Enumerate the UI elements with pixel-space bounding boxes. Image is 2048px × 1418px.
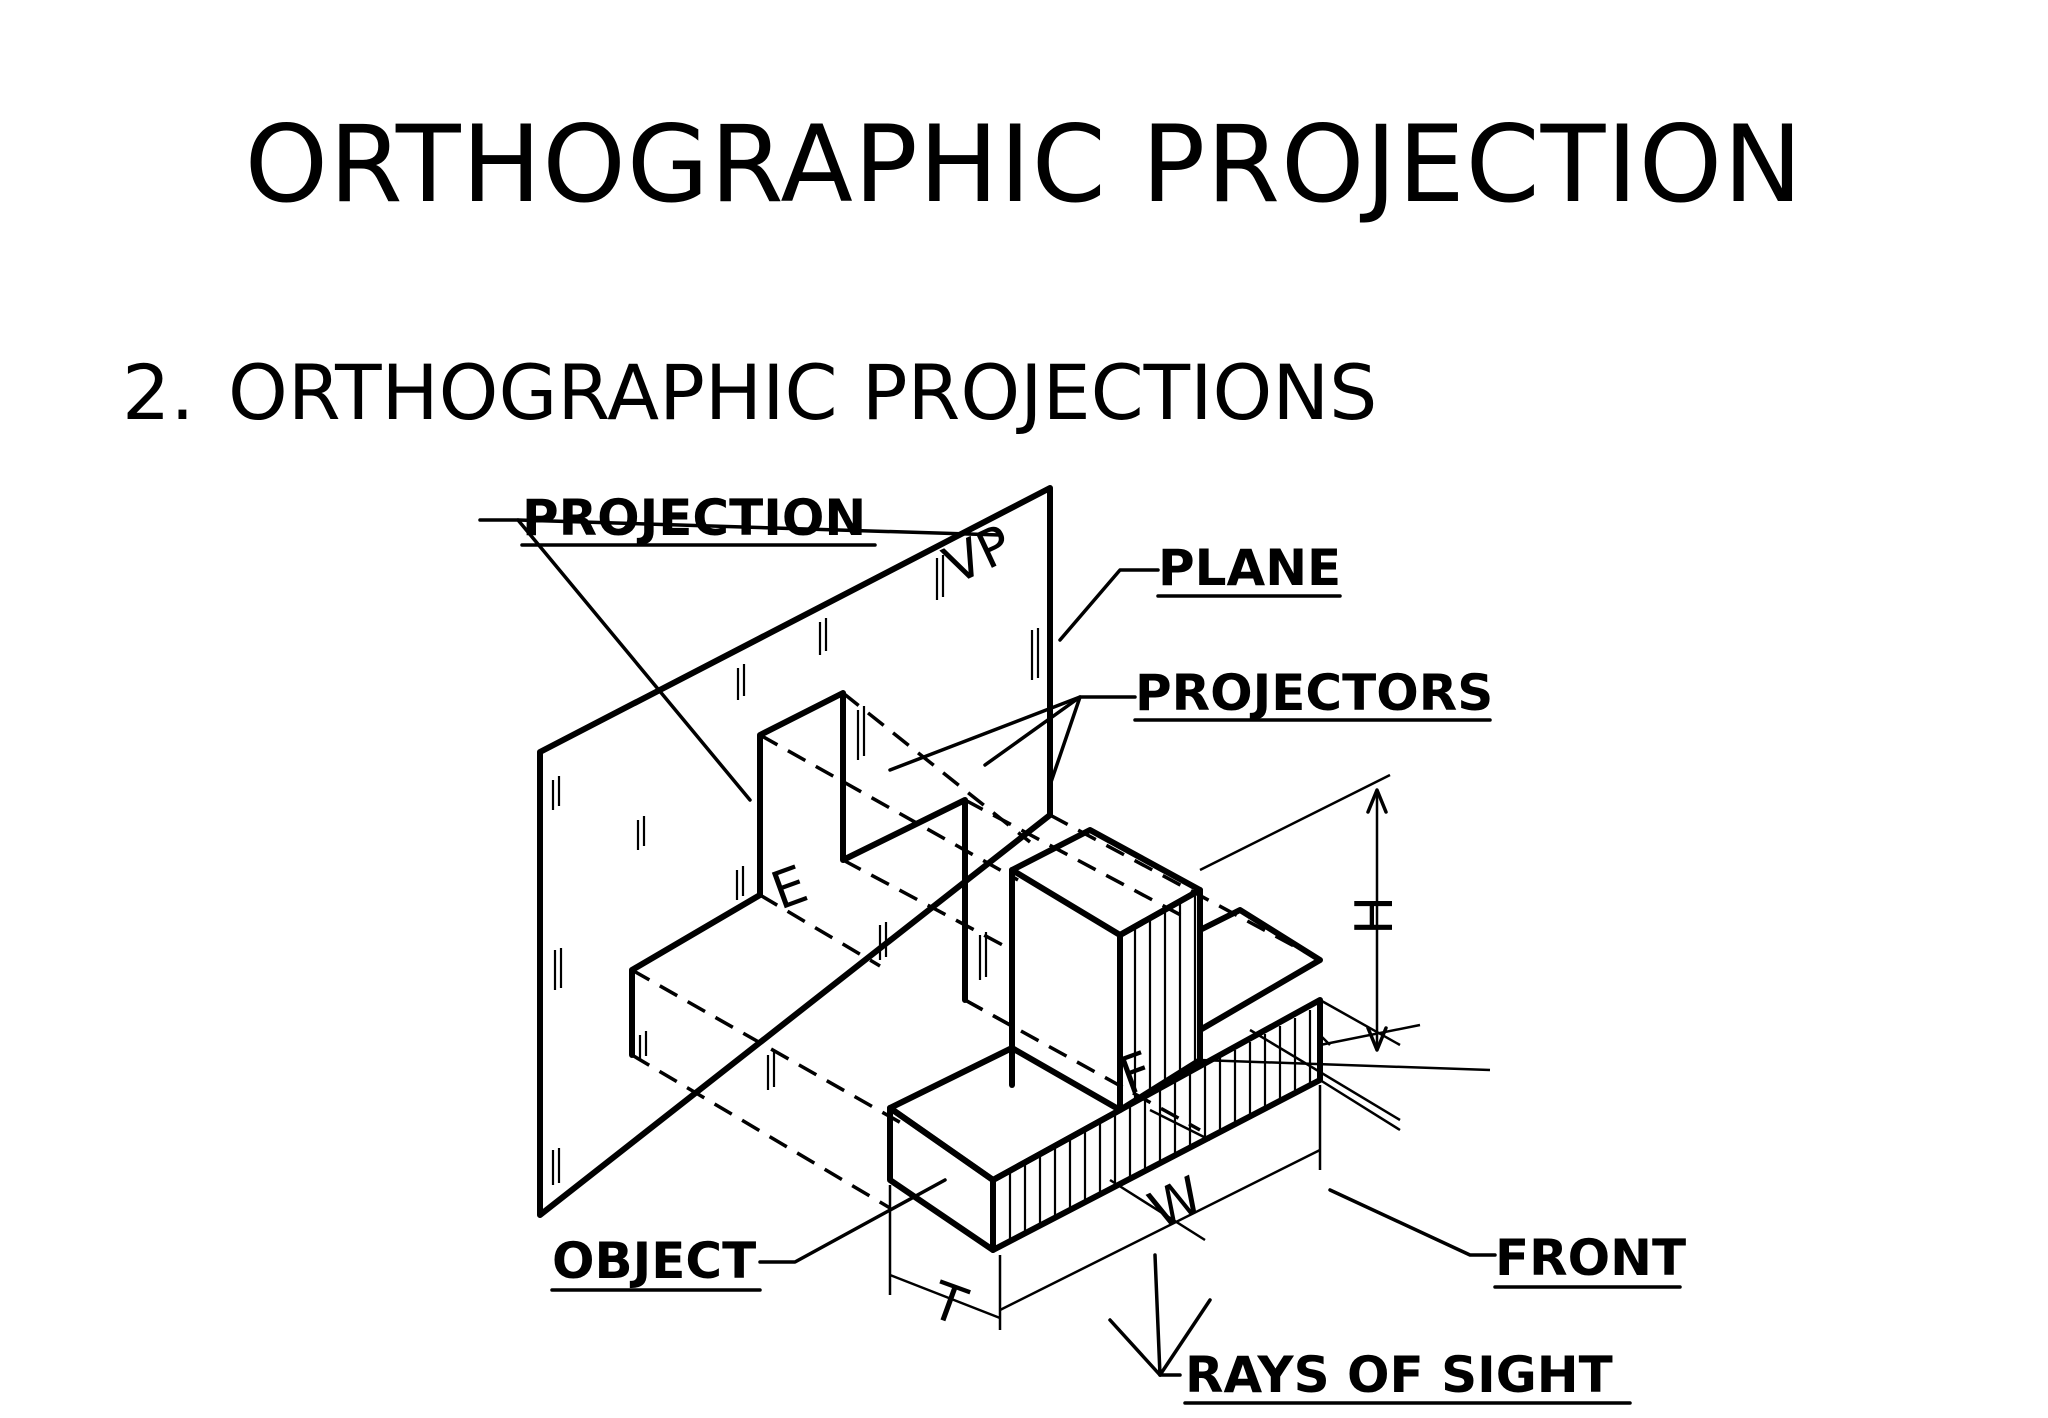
label-projection: PROJECTION [522,489,866,547]
bullet-number: 2. [122,348,195,437]
dimension-lines [888,773,1421,1330]
label-h: H [1345,896,1405,935]
projectors [631,691,1321,1210]
label-leaders [478,518,1497,1377]
slide-title: ORTHOGRAPHIC PROJECTION [244,103,1804,226]
label-plane: PLANE [1158,539,1341,597]
label-e: E [764,855,815,923]
label-front: FRONT [1495,1229,1686,1287]
label-projectors: PROJECTORS [1135,664,1493,722]
vertical-projection-plane [537,485,1053,1218]
label-object: OBJECT [552,1232,756,1290]
bullet-text: ORTHOGRAPHIC PROJECTIONS [228,348,1378,437]
label-rays-of-sight: RAYS OF SIGHT [1185,1346,1613,1404]
label-vp: VP [935,514,1021,597]
bullet-item: 2.ORTHOGRAPHIC PROJECTIONS [122,355,1377,431]
projected-front-view-e [629,690,968,1058]
label-w: W [1140,1166,1212,1242]
